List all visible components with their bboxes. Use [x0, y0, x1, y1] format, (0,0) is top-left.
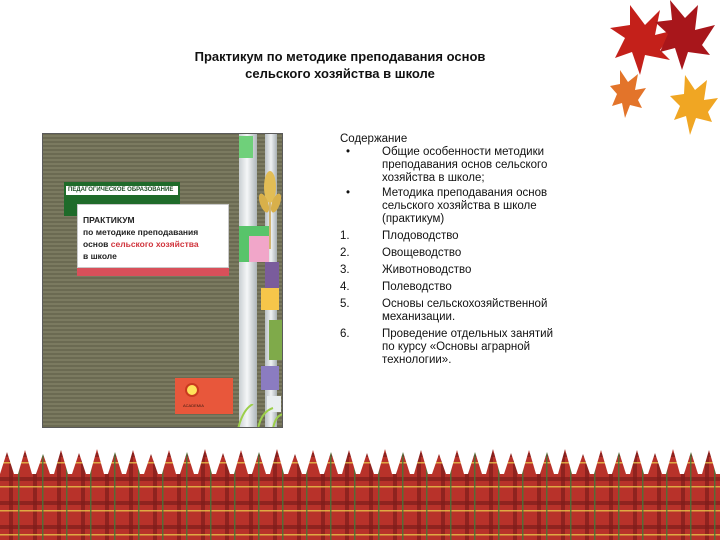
- list-number: 4.: [340, 281, 350, 293]
- list-item-line: Проведение отдельных занятий: [382, 328, 554, 340]
- list-item-line: Полеводство: [382, 281, 452, 293]
- list-number: 5.: [340, 298, 350, 310]
- autumn-leaves-decoration: [610, 0, 718, 135]
- cover-publisher-text: ACADEMIA: [183, 403, 204, 408]
- plaid-fence-decoration: [0, 449, 720, 540]
- list-item-line: по курсу «Основы аграрной: [382, 341, 531, 353]
- list-item-line: Животноводство: [382, 264, 472, 276]
- cover-title-line-3: основ сельского хозяйства: [83, 238, 229, 250]
- cover-square-pink: [249, 236, 269, 262]
- list-item-line: технологии».: [382, 354, 452, 366]
- list-item: 6. Проведение отдельных занятий по курсу…: [340, 328, 620, 367]
- cover-square-purple: [265, 262, 279, 288]
- book-cover-image: ПЕДАГОГИЧЕСКОЕ ОБРАЗОВАНИЕ ПРАКТИКУМ по …: [42, 133, 283, 428]
- cover-series-label: ПЕДАГОГИЧЕСКОЕ ОБРАЗОВАНИЕ: [66, 186, 178, 195]
- cover-square-yellow: [261, 288, 279, 310]
- list-item-line: (практикум): [382, 213, 445, 225]
- cover-title-line-3a: основ: [83, 239, 111, 249]
- list-number: 3.: [340, 264, 350, 276]
- list-number: 2.: [340, 247, 350, 259]
- publisher-logo-icon: [185, 383, 199, 397]
- slide-title-line-1: Практикум по методике преподавания основ: [194, 49, 486, 64]
- list-item-line: Общие особенности методики: [382, 146, 545, 158]
- cover-title-line-2: по методике преподавания: [83, 227, 199, 237]
- cover-publisher-box: [175, 378, 233, 414]
- wheat-icon: [258, 171, 282, 249]
- plants-icon: [237, 404, 282, 427]
- list-item: 4. Полеводство: [340, 281, 620, 294]
- cover-title: ПРАКТИКУМ по методике преподавания основ…: [83, 214, 229, 262]
- list-item-line: механизации.: [382, 311, 456, 323]
- list-item: • Общие особенности методики преподавани…: [340, 146, 620, 185]
- list-bullet: •: [346, 187, 351, 199]
- slide-title: Практикум по методике преподавания основ…: [140, 48, 540, 82]
- list-item-line: Овощеводство: [382, 247, 462, 259]
- list-item-line: сельского хозяйства в школе: [382, 200, 537, 212]
- list-item-line: хозяйства в школе;: [382, 172, 485, 184]
- list-item: • Методика преподавания основ сельского …: [340, 187, 620, 226]
- list-item-line: Основы сельскохозяйственной: [382, 298, 548, 310]
- list-item: 1. Плодоводство: [340, 230, 620, 243]
- cover-title-box: [77, 204, 229, 268]
- list-item: 2. Овощеводство: [340, 247, 620, 260]
- cover-title-line-3b: сельского хозяйства: [110, 239, 199, 249]
- cover-pillar: [239, 134, 257, 427]
- list-number: 6.: [340, 328, 350, 340]
- contents-heading: Содержание: [340, 133, 408, 145]
- list-item: 3. Животноводство: [340, 264, 620, 277]
- list-item-line: Методика преподавания основ: [382, 187, 548, 199]
- slide-title-line-2: сельского хозяйства в школе: [245, 66, 435, 81]
- list-bullet: •: [346, 146, 351, 158]
- contents-list: Содержание • Общие особенности методики …: [340, 133, 620, 367]
- cover-square-green: [239, 136, 253, 158]
- cover-title-line-1: ПРАКТИКУМ: [83, 215, 135, 225]
- list-number: 1.: [340, 230, 350, 242]
- cover-title-line-4: в школе: [83, 251, 117, 261]
- cover-square-violet: [261, 366, 279, 390]
- list-item: 5. Основы сельскохозяйственной механизац…: [340, 298, 620, 324]
- list-item-line: преподавания основ сельского: [382, 159, 548, 171]
- cover-square-olive: [269, 320, 282, 360]
- cover-red-strip: [77, 268, 229, 276]
- list-item-line: Плодоводство: [382, 230, 459, 242]
